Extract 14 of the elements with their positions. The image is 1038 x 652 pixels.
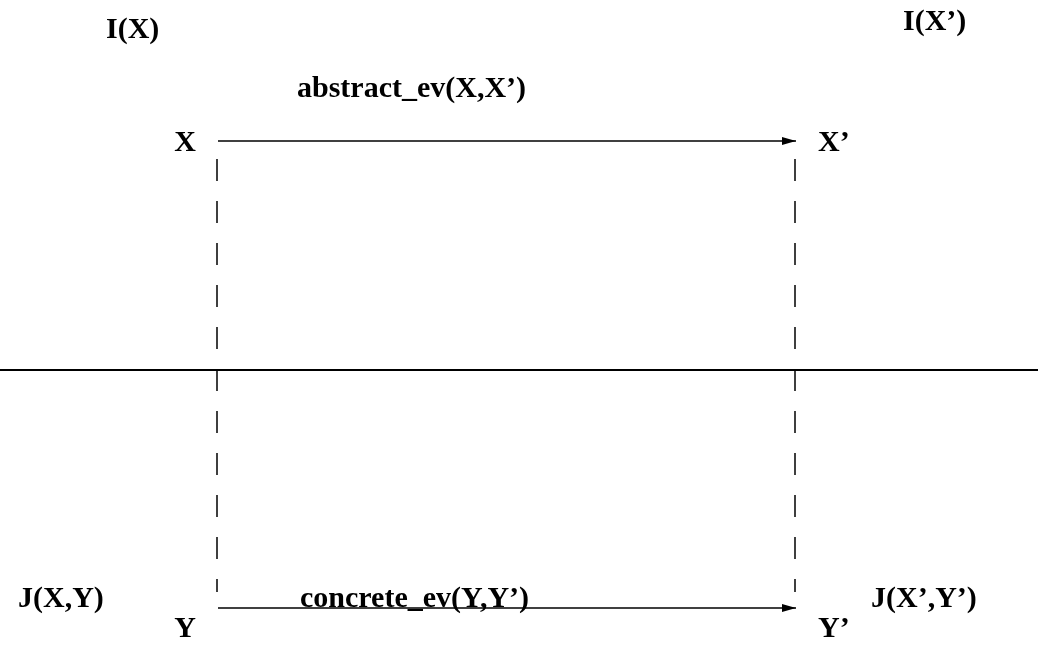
- annotation-label: J(X,Y): [18, 582, 104, 612]
- edge-label: abstract_ev(X,X’): [297, 72, 527, 102]
- arrow: [217, 604, 797, 612]
- annotation-label: I(X): [106, 13, 160, 43]
- dashed-connector: [216, 158, 218, 593]
- dashed-connector: [794, 158, 796, 593]
- arrow: [217, 137, 797, 145]
- edge-label: concrete_ev(Y,Y’): [300, 582, 530, 612]
- node-label: X’: [818, 126, 850, 156]
- node-label: X: [174, 126, 196, 156]
- node-label: Y’: [818, 612, 850, 642]
- annotation-label: J(X’,Y’): [871, 582, 977, 612]
- annotation-label: I(X’): [903, 5, 967, 35]
- node-label: Y: [174, 612, 196, 642]
